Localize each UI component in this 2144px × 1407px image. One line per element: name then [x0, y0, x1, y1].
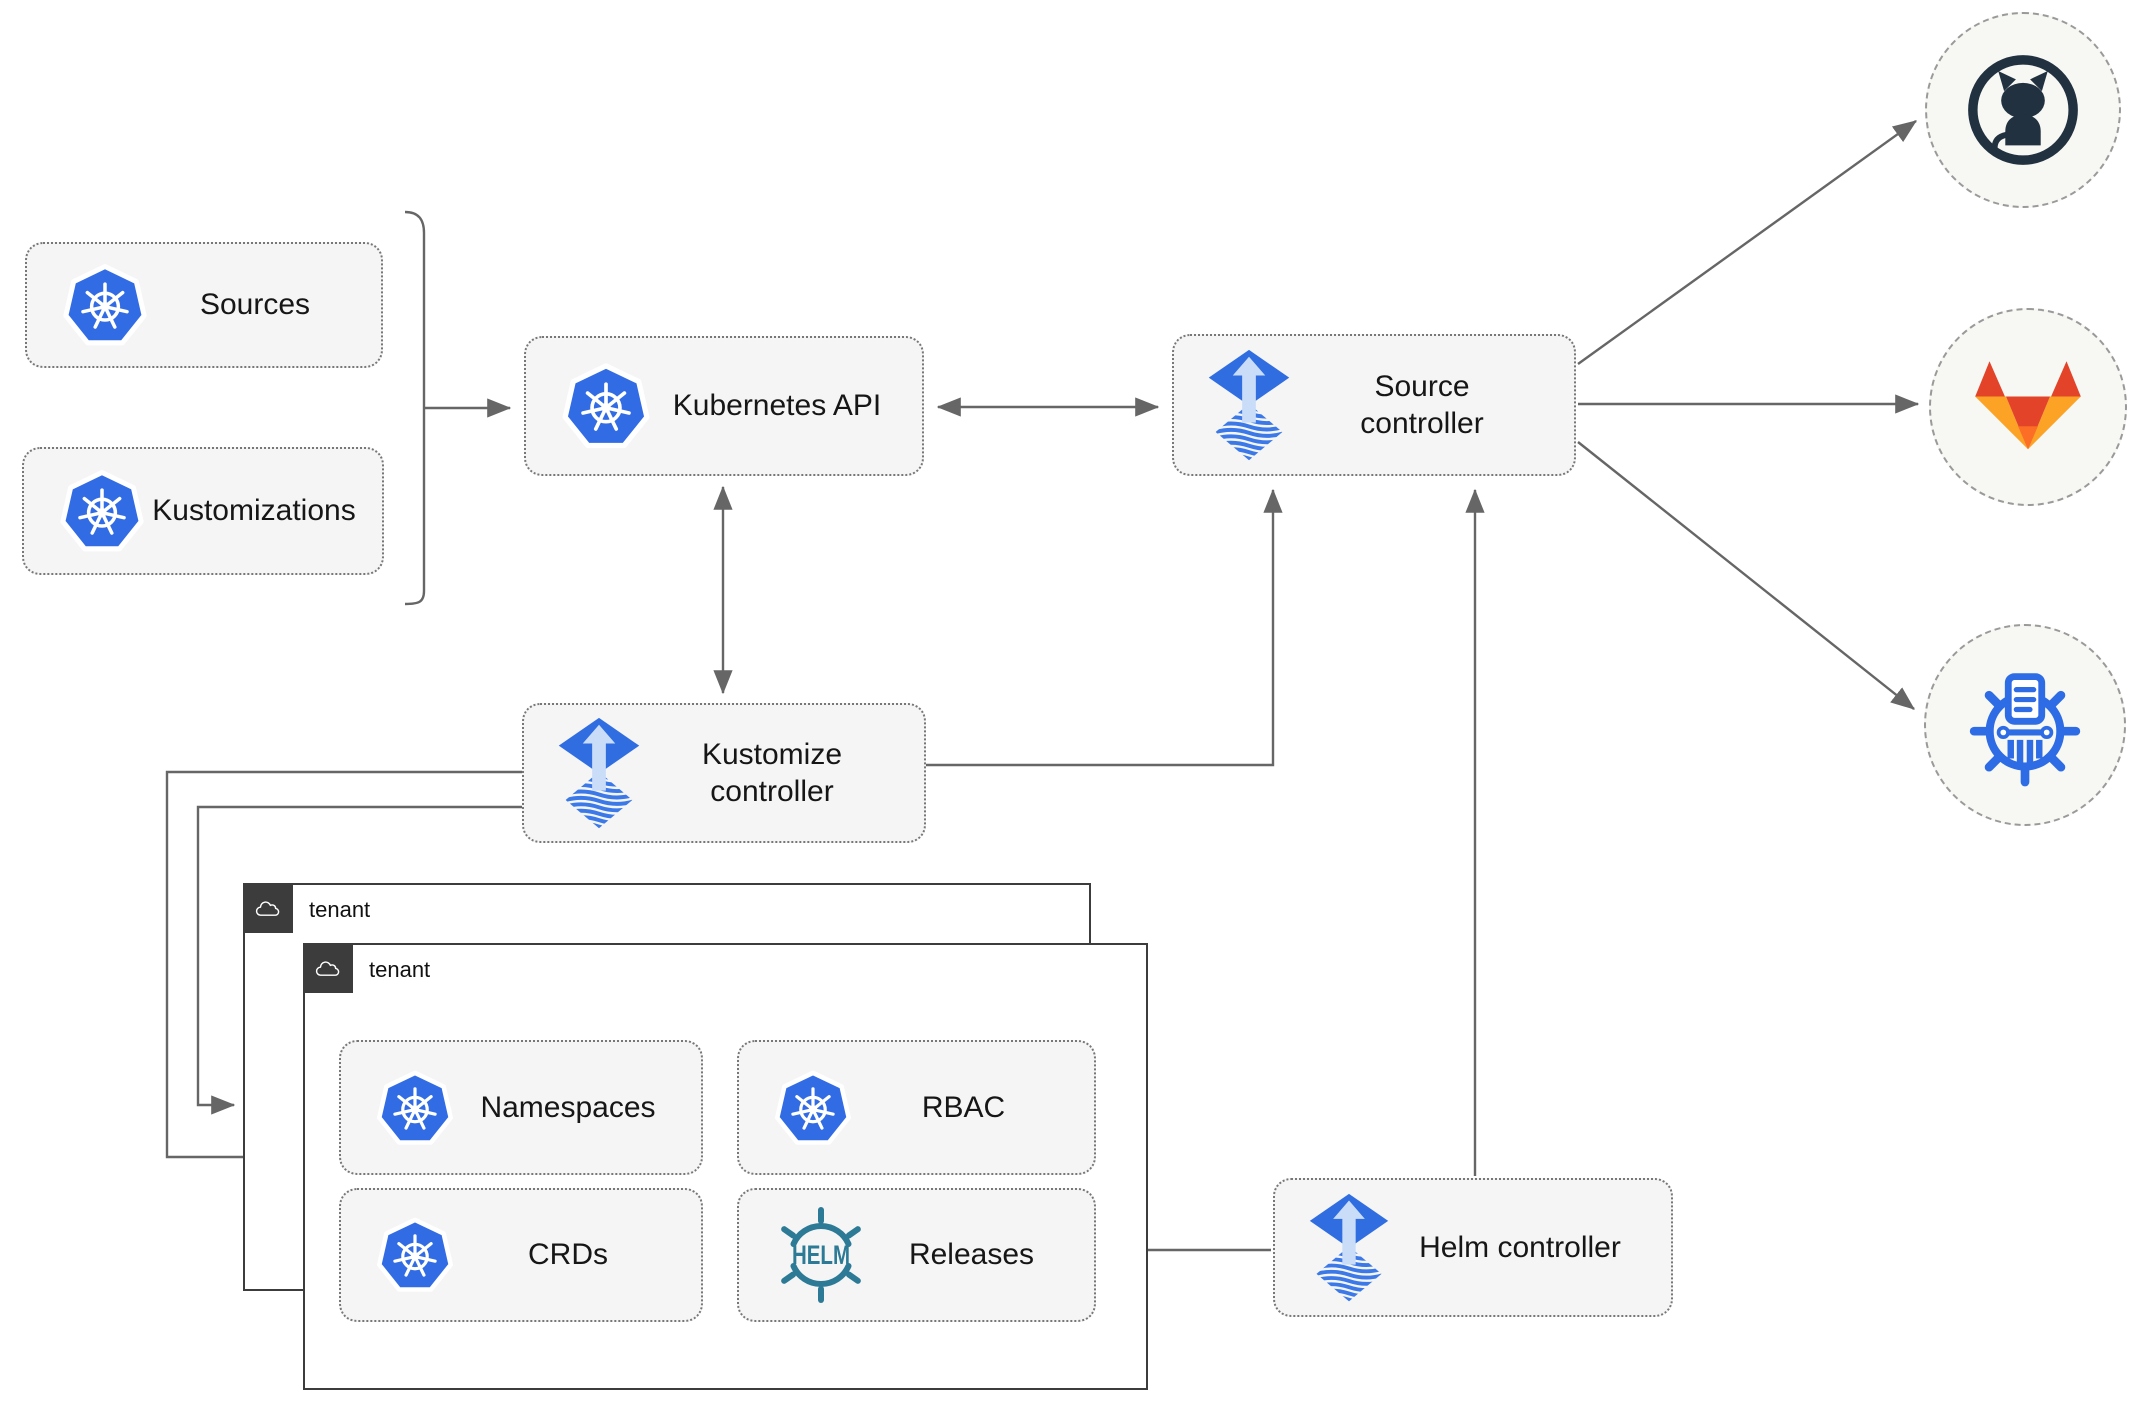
node-label: Kubernetes API — [672, 389, 882, 423]
node-label: Source controller — [1360, 369, 1484, 441]
github-source-circle — [1925, 12, 2121, 208]
node-helm-controller: Helm controller — [1273, 1178, 1673, 1317]
tenant-header — [302, 942, 353, 993]
flux-icon — [556, 717, 642, 830]
node-label: Helm controller — [1419, 1230, 1621, 1264]
arrow-kustomize-controller-to-source-controller — [926, 488, 1283, 767]
sources-group-bracket — [404, 210, 426, 606]
node-source-controller: Source controller — [1172, 334, 1576, 476]
chart-repository-icon — [1963, 663, 2087, 787]
node-kustomize-controller: Kustomize controller — [522, 703, 926, 843]
chart-repository-source-circle — [1924, 624, 2126, 826]
helm-icon: HELM — [771, 1205, 871, 1305]
cloud-icon — [252, 896, 284, 919]
node-releases: HELM Releases — [737, 1188, 1096, 1322]
node-namespaces: Namespaces — [339, 1040, 703, 1175]
node-sources: Sources — [25, 242, 383, 368]
kubernetes-icon — [56, 463, 148, 559]
tenant-box-inner: tenant Namespaces RBAC CRDs — [302, 942, 1148, 1390]
kubernetes-icon — [373, 1064, 457, 1152]
flux-icon — [1206, 349, 1292, 462]
node-crds: CRDs — [339, 1188, 703, 1322]
tenant-label: tenant — [369, 957, 431, 982]
flux-icon — [1307, 1193, 1391, 1303]
github-icon — [1964, 51, 2082, 169]
cloud-icon — [312, 956, 344, 979]
node-label: Releases — [908, 1238, 1035, 1272]
gitlab-source-circle — [1929, 308, 2127, 506]
node-label: Namespaces — [480, 1090, 656, 1124]
node-label: RBAC — [921, 1090, 1006, 1124]
node-label: Kustomize controller — [701, 737, 843, 809]
tenant-label: tenant — [309, 897, 371, 922]
kubernetes-icon — [373, 1211, 457, 1299]
node-rbac: RBAC — [737, 1040, 1096, 1175]
tenant-header — [242, 882, 293, 933]
node-label: CRDs — [528, 1238, 608, 1272]
node-kubernetes-api: Kubernetes API — [524, 336, 924, 476]
arrow-source-controller-to-github — [1577, 120, 1917, 365]
kubernetes-icon — [771, 1064, 855, 1152]
node-kustomizations: Kustomizations — [22, 447, 384, 575]
arrow-source-controller-to-chart-repository — [1577, 441, 1915, 710]
node-label: Sources — [199, 288, 311, 322]
gitlab-icon — [1973, 359, 2083, 456]
kubernetes-icon — [558, 356, 654, 456]
helm-logo-text: HELM — [792, 1240, 850, 1270]
kubernetes-icon — [59, 257, 151, 353]
node-label: Kustomizations — [152, 494, 356, 528]
